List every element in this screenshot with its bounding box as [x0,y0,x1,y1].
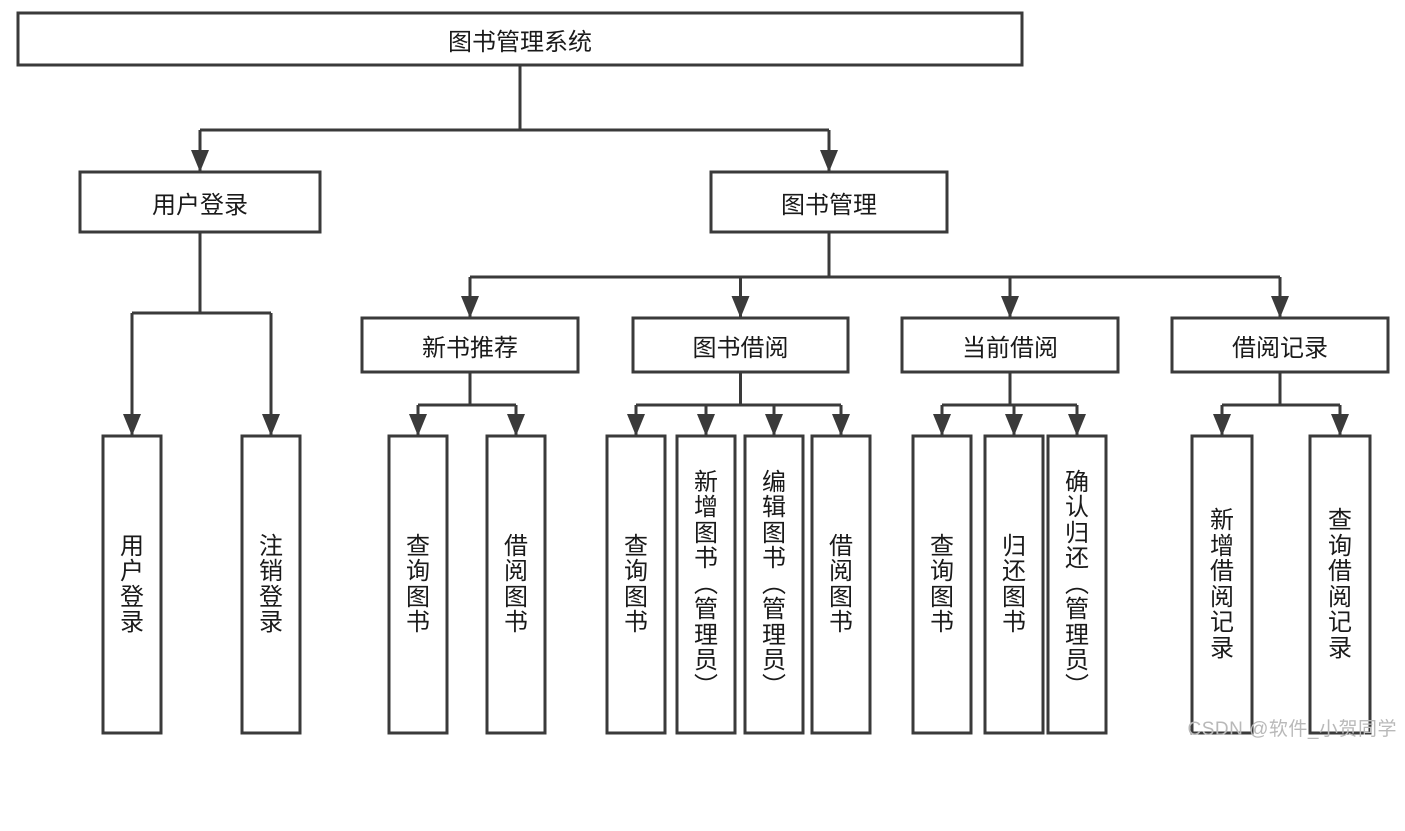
node-box-leaf-query-record[interactable] [1308,434,1372,735]
node-box-leaf-return-book[interactable] [983,434,1045,735]
node-box-root[interactable] [16,11,1024,67]
flowchart-diagram: 图书管理系统用户登录图书管理新书推荐图书借阅当前借阅借阅记录用户登录注销登录查询… [16,11,1396,740]
arrow-head-icon [1005,414,1023,436]
node-box-leaf-borrow-book-rec[interactable] [485,434,547,735]
node-box-book-manage[interactable] [709,170,949,234]
node-box-leaf-user-login[interactable] [101,434,163,735]
arrow-head-icon [1213,414,1231,436]
arrow-head-icon [1271,296,1289,318]
arrow-head-icon [697,414,715,436]
arrow-head-icon [832,414,850,436]
node-box-layer [16,11,1390,735]
node-box-leaf-confirm-return[interactable] [1046,434,1108,735]
connector-layer [123,65,1349,436]
node-box-user-login[interactable] [78,170,322,234]
arrow-head-icon [765,414,783,436]
node-box-leaf-edit-book[interactable] [743,434,805,735]
arrow-head-icon [461,296,479,318]
node-box-leaf-query-book-cur[interactable] [911,434,973,735]
arrow-head-icon [731,296,750,318]
node-box-leaf-query-book-borrow[interactable] [605,434,667,735]
arrow-head-icon [933,414,951,436]
node-box-leaf-query-book-rec[interactable] [387,434,449,735]
node-box-book-borrow[interactable] [631,316,850,374]
node-box-leaf-add-book[interactable] [675,434,737,735]
arrow-head-icon [123,414,141,436]
node-box-leaf-add-record[interactable] [1190,434,1254,735]
arrow-head-icon [820,150,838,172]
arrow-head-icon [1001,296,1019,318]
arrow-head-icon [409,414,427,436]
node-box-leaf-borrow-book[interactable] [810,434,872,735]
arrow-head-icon [1068,414,1086,436]
node-box-current-borrow[interactable] [900,316,1120,374]
arrow-head-icon [262,414,280,436]
arrow-head-icon [191,150,209,172]
node-box-borrow-record[interactable] [1170,316,1390,374]
arrow-head-icon [627,414,645,436]
node-box-leaf-logout[interactable] [240,434,302,735]
node-box-new-book-rec[interactable] [360,316,580,374]
arrow-head-icon [507,414,525,436]
diagram-canvas [16,11,1390,735]
arrow-head-icon [1331,414,1349,436]
